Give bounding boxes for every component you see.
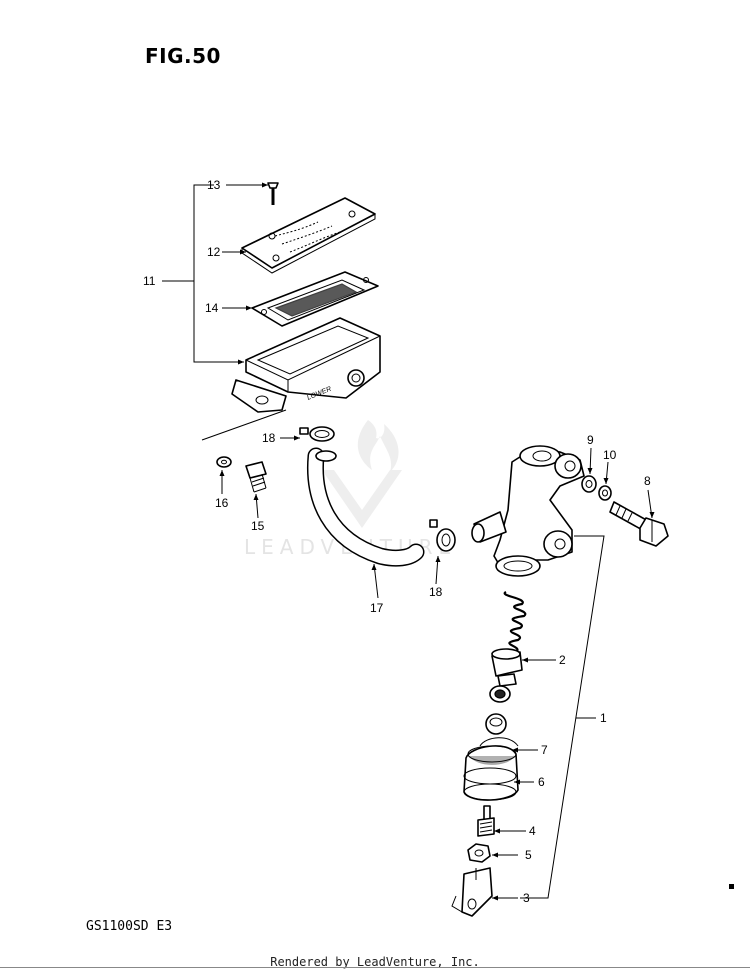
footer-credit: Rendered by LeadVenture, Inc. xyxy=(270,955,480,969)
reservoir-body: LOWER xyxy=(231,317,381,413)
callout-6: 6 xyxy=(538,775,545,789)
circlip-7 xyxy=(479,713,519,747)
washer-10 xyxy=(598,485,612,501)
model-code: GS1100SD E3 xyxy=(86,919,173,934)
callout-leaders xyxy=(162,182,655,901)
callout-labels: 13 12 11 14 18 16 15 17 18 9 10 8 2 1 7 … xyxy=(143,178,651,905)
callout-8: 8 xyxy=(644,474,651,488)
reservoir-cap xyxy=(241,197,376,274)
piston-assembly-2 xyxy=(489,648,523,703)
callout-15: 15 xyxy=(251,519,265,533)
hose-17 xyxy=(306,447,425,567)
washer-9 xyxy=(581,475,597,493)
footer-rule xyxy=(0,967,750,968)
callout-14: 14 xyxy=(205,301,219,315)
callout-7: 7 xyxy=(541,743,548,757)
callout-3: 3 xyxy=(523,891,530,905)
callout-18-lower: 18 xyxy=(429,585,443,599)
corner-marker xyxy=(729,884,734,889)
clamp-18-upper xyxy=(299,426,335,442)
callout-11: 11 xyxy=(143,274,156,288)
mounting-bolt-15 xyxy=(245,461,267,493)
callout-12: 12 xyxy=(207,245,221,259)
watermark-logo xyxy=(322,420,402,528)
reservoir-diaphragm xyxy=(251,271,379,327)
callout-13: 13 xyxy=(207,178,221,192)
callout-18-upper: 18 xyxy=(262,431,276,445)
callout-9: 9 xyxy=(587,433,594,447)
callout-17: 17 xyxy=(370,601,384,615)
return-spring xyxy=(503,591,527,653)
clamp-18-lower xyxy=(429,519,456,552)
callout-10: 10 xyxy=(603,448,617,462)
banjo-bolt-8 xyxy=(609,501,669,547)
push-rod-4 xyxy=(477,805,495,837)
callout-4: 4 xyxy=(529,824,536,838)
master-cylinder-body xyxy=(471,445,585,577)
boot-6 xyxy=(463,745,519,801)
washer-16 xyxy=(216,456,232,468)
callout-16: 16 xyxy=(215,496,229,510)
nut-5 xyxy=(467,843,491,863)
figure-title: FIG.50 xyxy=(145,44,221,68)
clevis-3 xyxy=(451,867,493,917)
callout-2: 2 xyxy=(559,653,566,667)
reservoir-screw xyxy=(267,182,279,205)
callout-5: 5 xyxy=(525,848,532,862)
callout-1: 1 xyxy=(600,711,607,725)
